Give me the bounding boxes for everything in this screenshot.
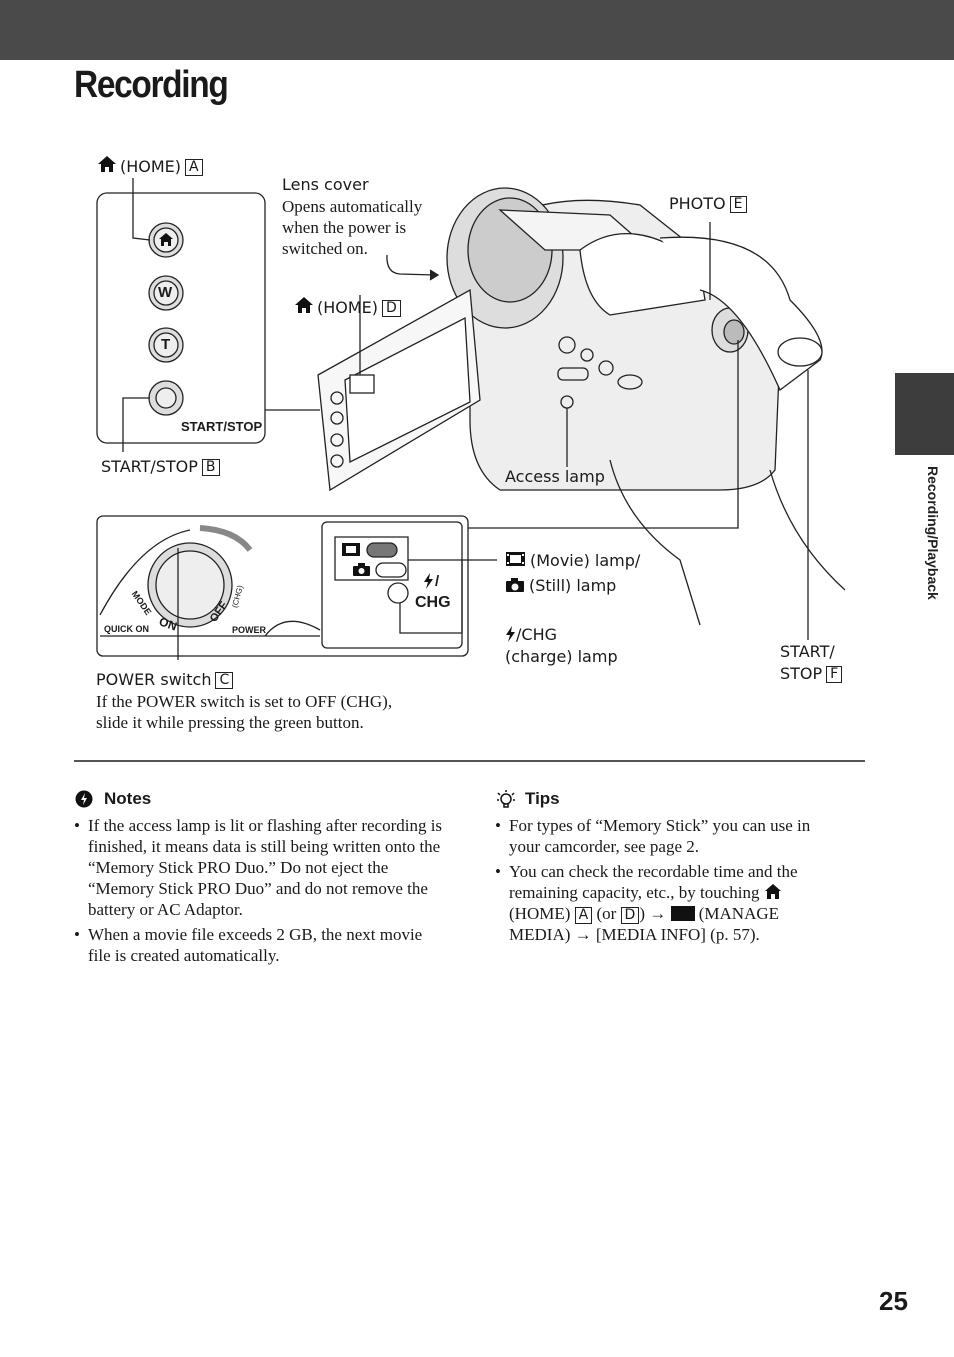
tips-bulb-icon [497, 790, 515, 808]
panel-slash: / [435, 573, 440, 590]
side-tab [895, 373, 954, 455]
arrow-right-icon: → [574, 925, 592, 944]
panel-t: T [161, 336, 171, 353]
tips-heading: Tips [525, 789, 560, 808]
page-title: Recording [74, 64, 229, 106]
tips-text-e: (MANAGE MEDIA) [509, 904, 780, 944]
film-icon [506, 552, 525, 566]
tips-text-d: ) [639, 904, 645, 923]
label-start-stop-f-1: START/ [780, 642, 835, 661]
home-icon [98, 156, 116, 172]
list-item: When a movie file exceeds 2 GB, the next… [74, 924, 446, 966]
lens-cover-desc-1: Opens automatically [282, 197, 423, 216]
notes-icon [75, 790, 93, 808]
camera-icon [353, 563, 370, 576]
camera-icon [506, 578, 524, 592]
label-still-lamp: (Still) lamp [529, 576, 617, 595]
label-home-d: (HOME)D [317, 297, 401, 318]
camcorder-diagram [96, 178, 846, 660]
tips-text-a: You can check the recordable time and th… [509, 862, 798, 902]
label-movie-lamp: (Movie) lamp/ [530, 551, 641, 570]
tips-text-b: (HOME) [509, 904, 571, 923]
list-item: For types of “Memory Stick” you can use … [495, 815, 840, 857]
page-number: 25 [879, 1286, 908, 1316]
label-chg-lamp-1: /CHG [516, 625, 557, 644]
panel-power: POWER [232, 625, 267, 635]
home-icon [295, 297, 313, 313]
panel-w: W [158, 284, 173, 301]
arrow-right-icon: → [649, 904, 667, 923]
media-icon [670, 906, 695, 921]
label-access-lamp: Access lamp [505, 467, 605, 486]
tips-list: For types of “Memory Stick” you can use … [495, 815, 840, 949]
key-d-box: D [620, 907, 640, 924]
side-tab-label: Recording/Playback [925, 466, 941, 600]
film-icon [342, 543, 360, 556]
lens-cover-desc-2: when the power is [282, 218, 407, 237]
home-icon [764, 884, 781, 899]
label-home-a: (HOME)A [120, 156, 203, 177]
section-divider [74, 760, 865, 762]
tips-text-c: (or [596, 904, 617, 923]
tips-text-f: [MEDIA INFO] (p. 57). [595, 925, 760, 944]
power-switch-desc-2: slide it while pressing the green button… [96, 713, 364, 732]
lens-cover-desc-3: switched on. [282, 239, 368, 258]
label-lens-cover: Lens cover [282, 175, 369, 194]
notes-list: If the access lamp is lit or flashing af… [74, 815, 446, 970]
flash-icon [424, 573, 433, 589]
list-item: If the access lamp is lit or flashing af… [74, 815, 446, 920]
panel-start-stop: START/STOP [181, 419, 263, 434]
panel-quick-on: QUICK ON [104, 624, 149, 634]
header-bar [0, 0, 954, 60]
list-item: You can check the recordable time and th… [495, 861, 840, 945]
panel-chg: CHG [415, 594, 451, 611]
home-icon [159, 233, 173, 246]
power-switch-desc-1: If the POWER switch is set to OFF (CHG), [96, 692, 393, 711]
key-a-box: A [574, 907, 593, 924]
notes-heading: Notes [104, 789, 152, 808]
flash-icon [506, 626, 515, 642]
label-chg-lamp-2: (charge) lamp [505, 647, 618, 666]
